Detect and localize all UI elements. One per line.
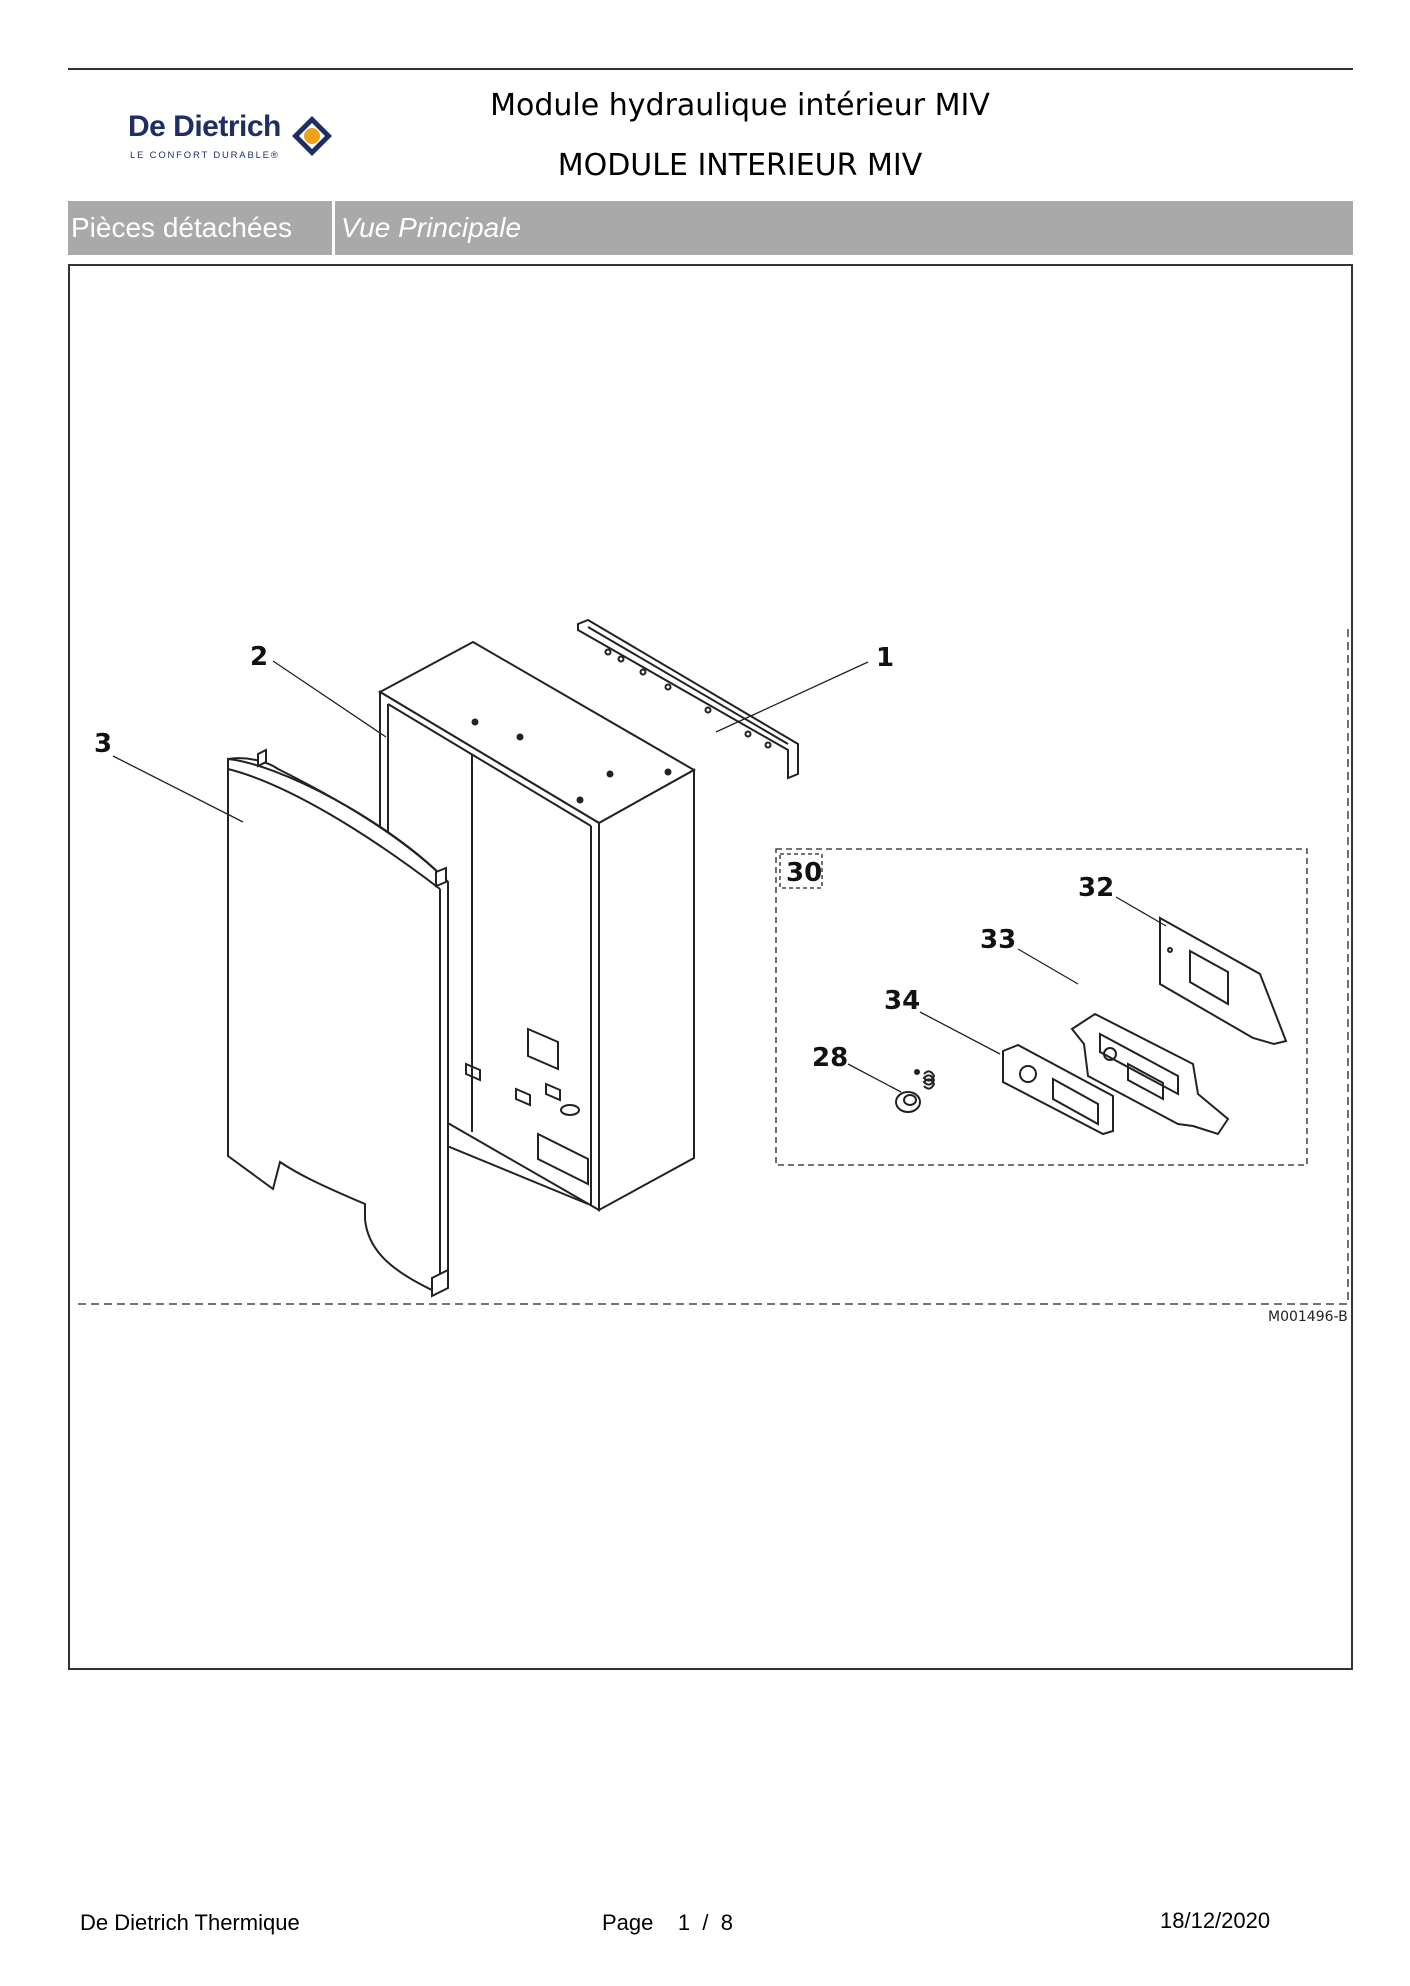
controller-part-33 <box>1070 1012 1230 1136</box>
mounting-rail-part <box>577 618 799 780</box>
callout-34: 34 <box>884 986 920 1016</box>
leader-1 <box>715 661 869 733</box>
footer-page: Page 1 / 8 <box>602 1910 733 1936</box>
diamond-logo-icon <box>292 116 332 156</box>
callout-28: 28 <box>812 1043 848 1073</box>
leader-2 <box>272 660 387 738</box>
brand-logo: De Dietrich LE CONFORT DURABLE® <box>128 110 348 170</box>
footer-company: De Dietrich Thermique <box>80 1910 300 1935</box>
document-subtitle: MODULE INTERIEUR MIV <box>557 148 923 183</box>
callout-32: 32 <box>1078 873 1114 903</box>
page-total: 8 <box>720 1910 733 1935</box>
leader-28 <box>847 1063 902 1093</box>
leader-34 <box>919 1011 1001 1055</box>
drawing-boundary <box>78 629 1349 1305</box>
page-current: 1 <box>677 1910 691 1935</box>
view-label: Vue Principale <box>341 212 522 243</box>
diagram-frame <box>68 264 1353 1670</box>
callout-3: 3 <box>94 729 112 759</box>
subassembly-label-box <box>779 853 823 889</box>
front-panel-part <box>227 748 449 1298</box>
knob-part-28 <box>895 1069 936 1113</box>
callout-30: 30 <box>786 858 822 888</box>
leader-3 <box>112 755 244 823</box>
page-label: Page <box>602 1910 654 1935</box>
subassembly-box <box>775 848 1308 1166</box>
brand-name: De Dietrich <box>128 110 281 143</box>
callout-33: 33 <box>980 925 1016 955</box>
callout-2: 2 <box>250 642 268 672</box>
top-rule <box>68 68 1353 70</box>
fascia-part-34 <box>1002 1043 1114 1136</box>
drawing-reference: M001496-B <box>1268 1309 1348 1325</box>
plate-part-32 <box>1159 916 1288 1046</box>
leader-33 <box>1017 948 1079 985</box>
callout-1: 1 <box>876 643 894 673</box>
exploded-view-diagram: 1 2 3 30 32 33 34 28 M001496-B <box>78 618 1349 1325</box>
document-title: Module hydraulique intérieur MIV <box>490 88 990 123</box>
brand-tagline: LE CONFORT DURABLE® <box>130 150 280 161</box>
section-label: Pièces détachées <box>68 201 335 255</box>
leader-32 <box>1115 896 1167 927</box>
section-bar: Pièces détachées Vue Principale <box>68 201 1353 255</box>
page-separator: / <box>702 1910 709 1935</box>
footer-date: 18/12/2020 <box>1160 1908 1271 1933</box>
